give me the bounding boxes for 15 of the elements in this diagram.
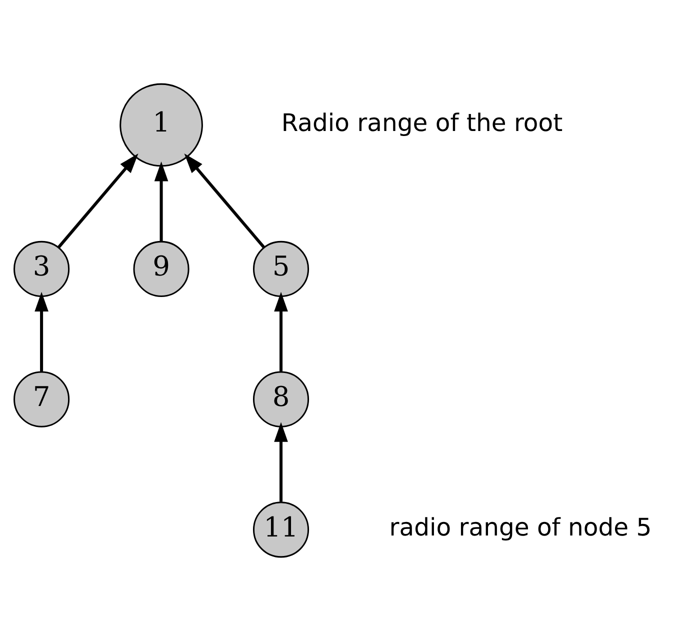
label: Radio range of the root — [281, 107, 563, 136]
label: radio range of node 5 — [389, 512, 652, 541]
arrow — [154, 160, 168, 242]
node-circle: 9 — [133, 240, 190, 296]
node-circle: 5 — [252, 240, 310, 296]
node-circle: 1 — [120, 82, 203, 166]
arrow — [274, 422, 288, 502]
node-circle: 3 — [14, 240, 70, 296]
node-circle: 7 — [14, 370, 70, 427]
arrow — [274, 291, 288, 371]
arrow — [58, 153, 138, 248]
arrow — [34, 291, 48, 371]
node-circle: 8 — [252, 370, 310, 427]
arrow — [184, 153, 265, 248]
node-circle: 11 — [252, 501, 310, 558]
